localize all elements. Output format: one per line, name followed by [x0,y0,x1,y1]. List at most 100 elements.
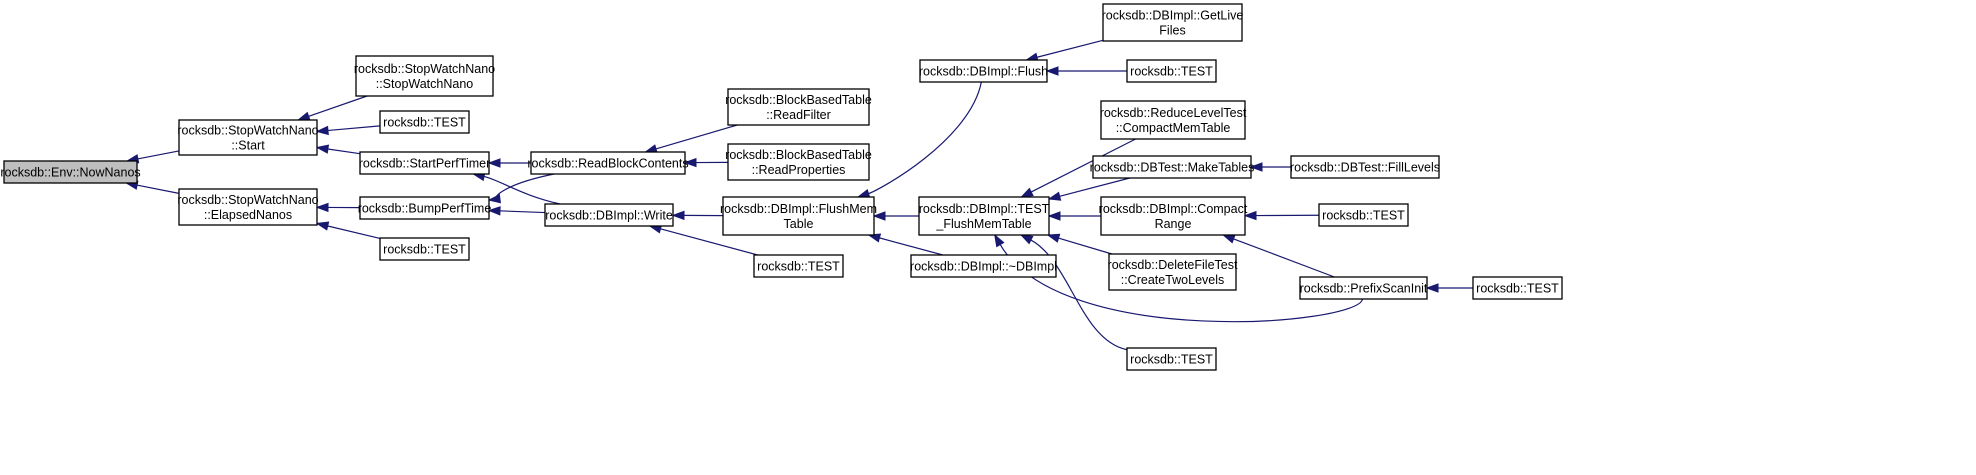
edge-line [136,150,180,160]
node-label: rocksdb::TEST [1130,64,1213,78]
node-box [3,160,138,184]
edge-test_d-to-dbimpl_flush [1045,66,1127,76]
node-label: rocksdb::BlockBasedTable [725,93,872,107]
node-label: rocksdb::TEST [1476,281,1559,295]
node-test_e[interactable]: rocksdb::TEST [1126,347,1217,371]
node-box [919,59,1048,83]
node-label: rocksdb::DBImpl::FlushMem [720,202,877,216]
node-test_g[interactable]: rocksdb::TEST [1472,276,1563,300]
node-box [359,151,490,175]
node-label: rocksdb::Env::NowNanos [0,165,140,179]
edge-compact_mem-to-test_flush_mem [1020,138,1136,198]
edge-prefix_scan-to-compact_range [1221,234,1335,278]
node-bump_perf_time[interactable]: rocksdb::BumpPerfTime [358,196,492,220]
node-test_flush_mem[interactable]: rocksdb::DBImpl::TEST_FlushMemTable [918,196,1050,236]
node-read_block[interactable]: rocksdb::ReadBlockContents [527,151,689,175]
node-box [1290,155,1440,179]
node-label: rocksdb::DBImpl::Write [545,208,673,222]
node-sw_elapsed[interactable]: rocksdb::StopWatchNano::ElapsedNanos [177,188,319,226]
edge-layer [124,39,1473,351]
node-label: rocksdb::StartPerfTimer [359,156,491,170]
node-flush_mem_table[interactable]: rocksdb::DBImpl::FlushMemTable [720,196,877,236]
edge-line [999,243,1364,323]
node-box [918,196,1050,236]
node-dbimpl_write[interactable]: rocksdb::DBImpl::Write [544,203,674,227]
edge-line [1058,177,1130,198]
node-label: rocksdb::StopWatchNano [177,123,318,137]
node-label: rocksdb::DBImpl::TEST [919,202,1050,216]
node-box [1299,276,1428,300]
edge-prefix_scan-to-test_flush_mem [994,233,1364,323]
node-compact_mem[interactable]: rocksdb::ReduceLevelTest::CompactMemTabl… [1100,100,1247,140]
node-box [727,88,870,126]
edge-line [1030,138,1136,194]
node-dbimpl_flush[interactable]: rocksdb::DBImpl::Flush [919,59,1048,83]
node-dbimpl_dtor[interactable]: rocksdb::DBImpl::~DBImpl [910,254,1057,278]
node-box [379,237,470,261]
node-label: rocksdb::DBTest::FillLevels [1290,160,1440,174]
arrowhead [487,194,501,204]
edge-line [326,148,361,155]
arrowhead [315,125,329,136]
node-read_filter[interactable]: rocksdb::BlockBasedTable::ReadFilter [725,88,872,126]
node-prefix_scan[interactable]: rocksdb::PrefixScanInit [1299,276,1428,300]
edge-line [1029,239,1128,351]
edge-line [1057,237,1113,255]
node-fill_levels[interactable]: rocksdb::DBTest::FillLevels [1290,155,1440,179]
node-sw_ctor[interactable]: rocksdb::StopWatchNano::StopWatchNano [354,55,495,97]
edge-make_tables-to-test_flush_mem [1047,177,1130,201]
node-layer: rocksdb::Env::NowNanosrocksdb::StopWatch… [0,3,1563,371]
edge-test_f-to-compact_range [1243,210,1320,221]
arrowhead [994,233,1005,248]
node-test_c[interactable]: rocksdb::TEST [753,254,844,278]
node-test_b[interactable]: rocksdb::TEST [379,237,470,261]
node-test_d[interactable]: rocksdb::TEST [1126,59,1217,83]
edge-line [482,175,561,205]
node-nownanos[interactable]: rocksdb::Env::NowNanos [0,160,141,184]
node-label: rocksdb::TEST [757,259,840,273]
node-label: Range [1155,217,1192,231]
edge-line [1232,237,1335,278]
node-label: rocksdb::ReduceLevelTest [1100,106,1247,120]
edge-fill_levels-to-make_tables [1249,162,1291,172]
node-label: rocksdb::StopWatchNano [177,193,318,207]
node-label: rocksdb::TEST [1322,208,1405,222]
node-create_two_levels[interactable]: rocksdb::DeleteFileTest::CreateTwoLevels [1108,253,1238,291]
node-label: rocksdb::DBImpl::Flush [919,64,1048,78]
node-make_tables[interactable]: rocksdb::DBTest::MakeTables [1090,155,1255,179]
arrowhead [1249,162,1263,172]
node-box [178,188,318,226]
node-label: rocksdb::BumpPerfTime [358,201,492,215]
edge-read_block-to-start_perf_timer [487,158,531,168]
edge-read_block-to-bump_perf_time [487,173,555,204]
node-box [753,254,844,278]
node-box [355,55,494,97]
edge-line [326,125,381,132]
edge-start_perf_timer-to-sw_start [315,144,361,155]
node-box [1108,253,1237,291]
node-label: rocksdb::ReadBlockContents [527,156,688,170]
node-box [1102,3,1243,42]
arrowhead [315,221,330,231]
edge-line [659,228,758,256]
arrowhead [1045,66,1059,76]
node-start_perf_timer[interactable]: rocksdb::StartPerfTimer [359,151,491,175]
node-label: ::Start [231,138,265,152]
edge-read_filter-to-read_block [644,124,738,154]
node-label: rocksdb::DBTest::MakeTables [1090,160,1255,174]
arrowhead [487,206,501,216]
node-label: ::CreateTwoLevels [1121,273,1225,287]
edge-test_c-to-dbimpl_write [648,224,758,256]
node-box [1092,155,1252,179]
node-box [1472,276,1563,300]
node-test_f[interactable]: rocksdb::TEST [1318,203,1409,227]
edge-test_e-to-test_flush_mem [1019,234,1128,351]
arrowhead [1020,187,1034,198]
node-sw_start[interactable]: rocksdb::StopWatchNano::Start [177,119,319,156]
edge-dbimpl_dtor-to-flush_mem_table [867,233,943,256]
node-read_props[interactable]: rocksdb::BlockBasedTable::ReadProperties [725,143,872,181]
node-test_a[interactable]: rocksdb::TEST [379,110,470,134]
